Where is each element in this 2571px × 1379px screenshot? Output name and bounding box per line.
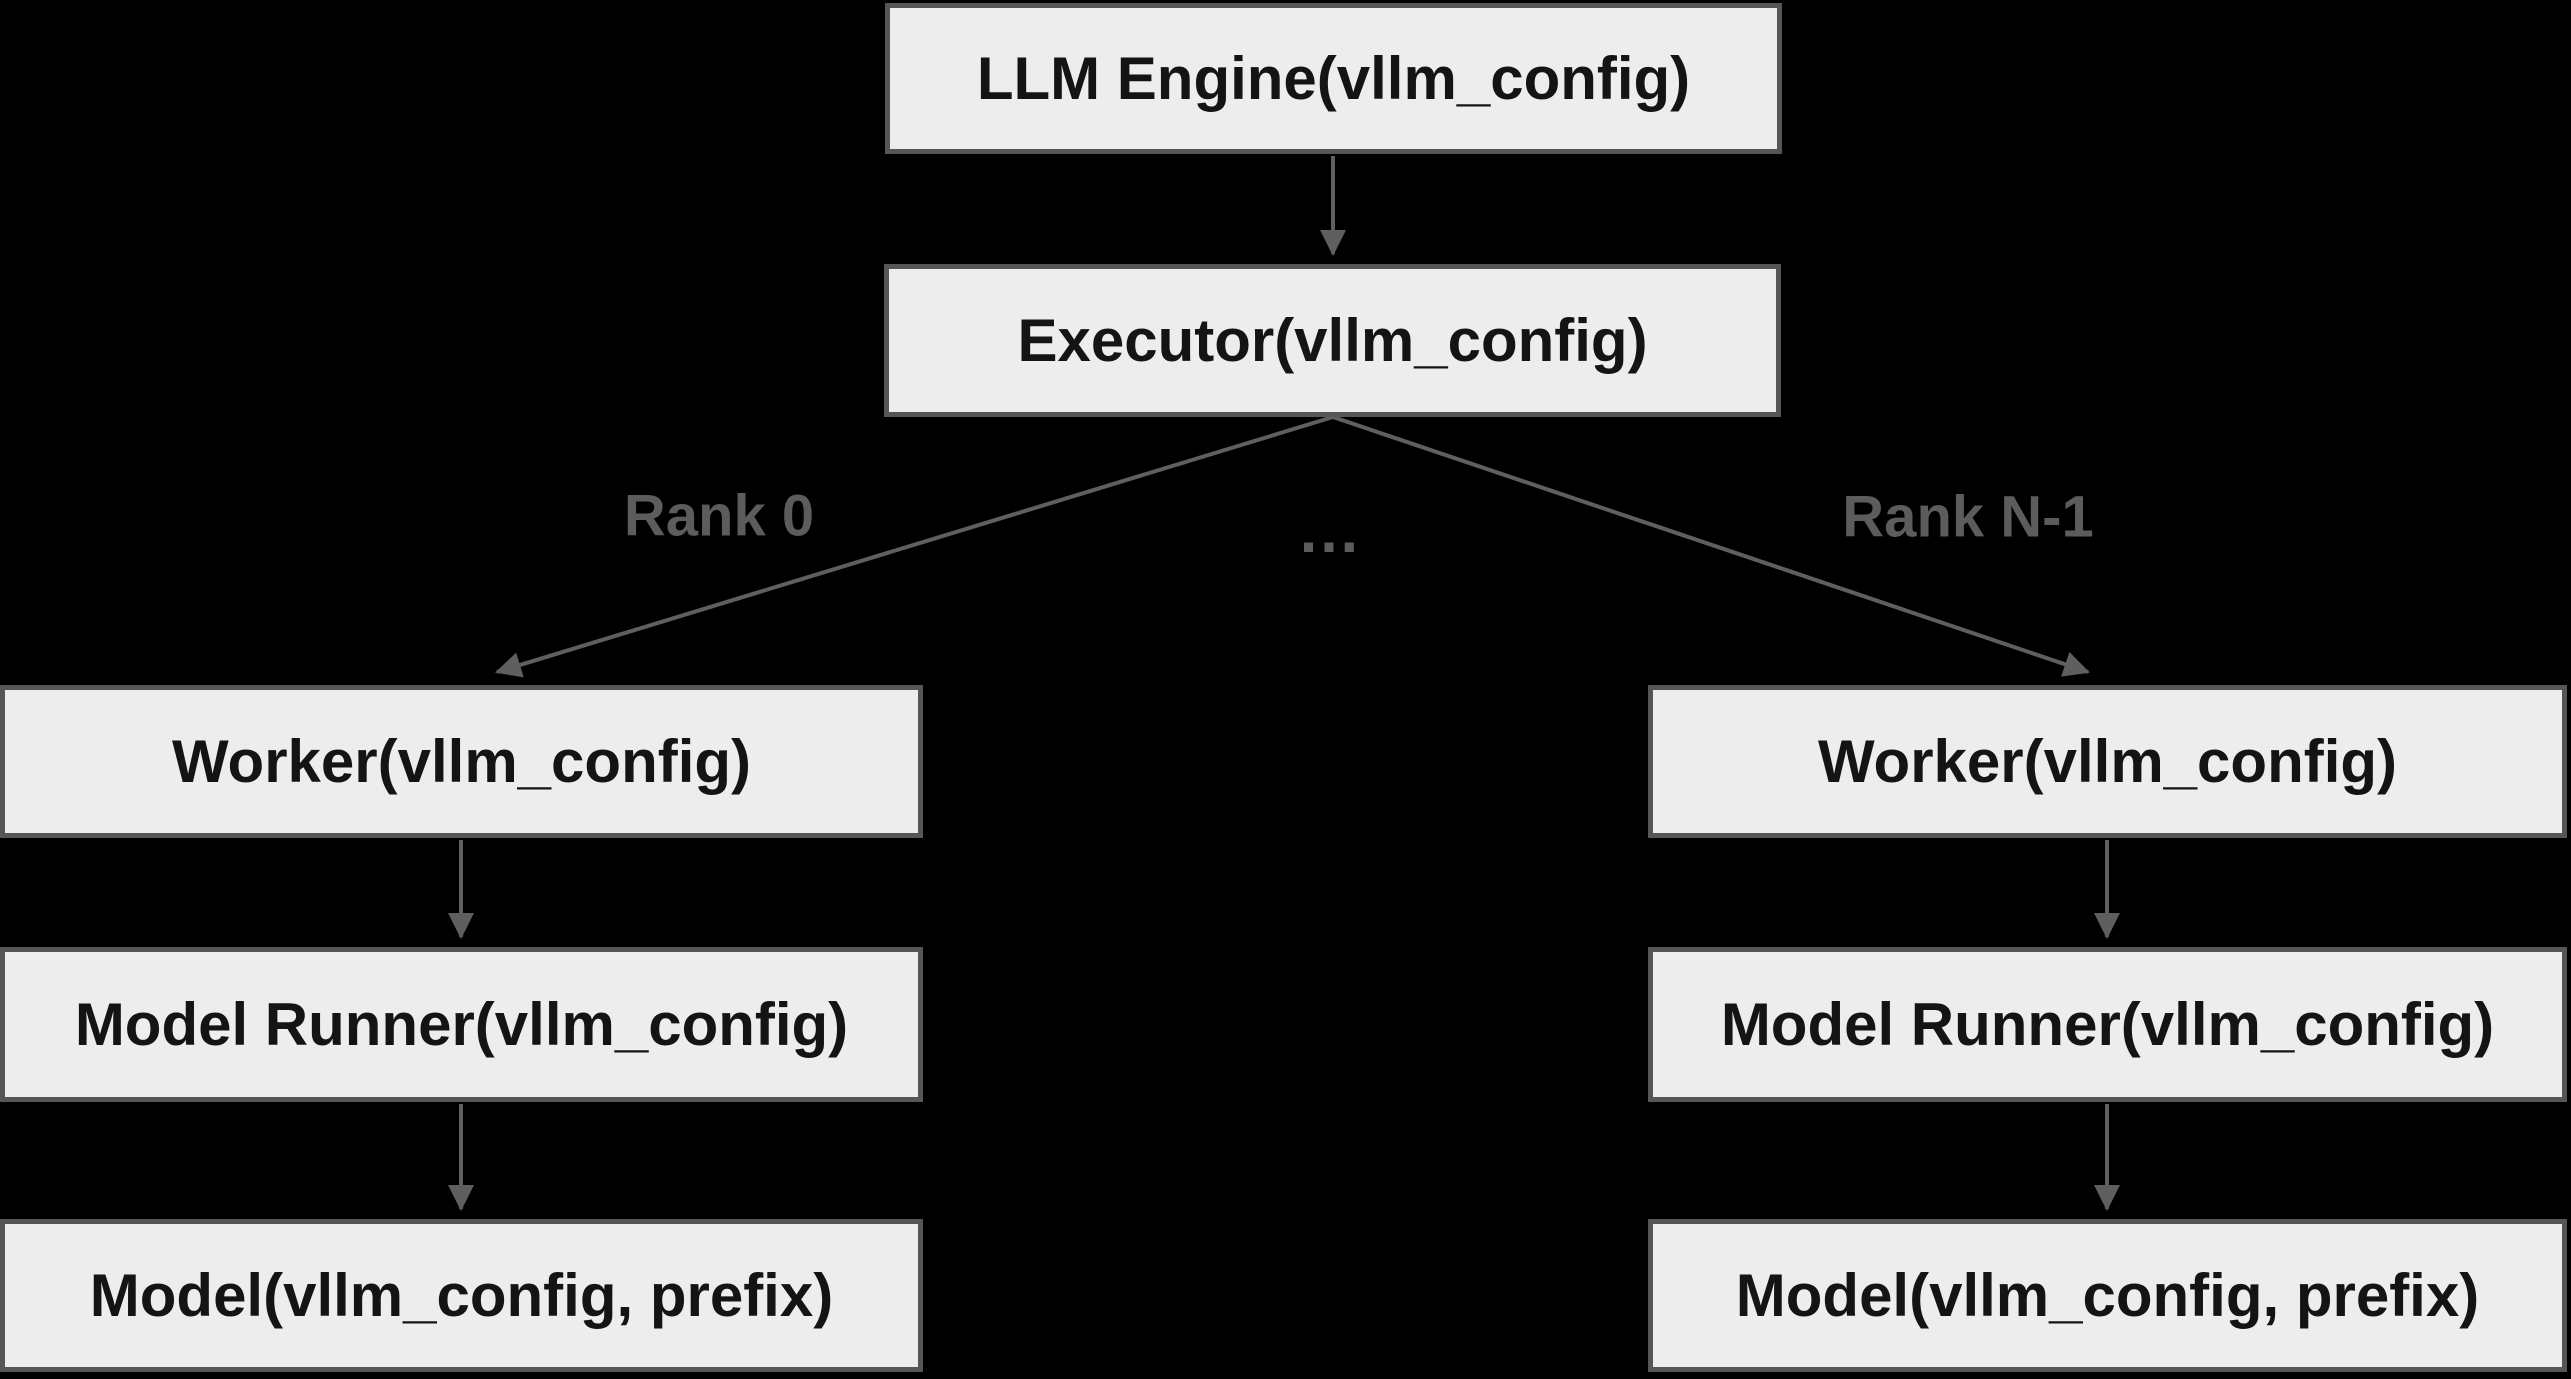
node-worker-rank-n-1: Worker(vllm_config)	[1648, 685, 2567, 838]
node-model-runner-rank-n-1: Model Runner(vllm_config)	[1648, 947, 2567, 1102]
node-model-runner-rank-0: Model Runner(vllm_config)	[0, 947, 923, 1102]
node-llm-engine: LLM Engine(vllm_config)	[885, 3, 1782, 154]
node-executor: Executor(vllm_config)	[884, 264, 1781, 417]
node-worker-rank-0: Worker(vllm_config)	[0, 685, 923, 838]
edge-executor-to-worker-right	[1332, 415, 2090, 677]
edge-label-rank-0: Rank 0	[623, 483, 815, 549]
edge-label-rank-n-1: Rank N-1	[1842, 484, 2094, 550]
node-model-rank-n-1: Model(vllm_config, prefix)	[1648, 1219, 2567, 1372]
edge-label-ellipsis: …	[1297, 494, 1363, 566]
node-model-rank-0: Model(vllm_config, prefix)	[0, 1219, 923, 1372]
edge-executor-to-worker-left	[495, 415, 1334, 678]
